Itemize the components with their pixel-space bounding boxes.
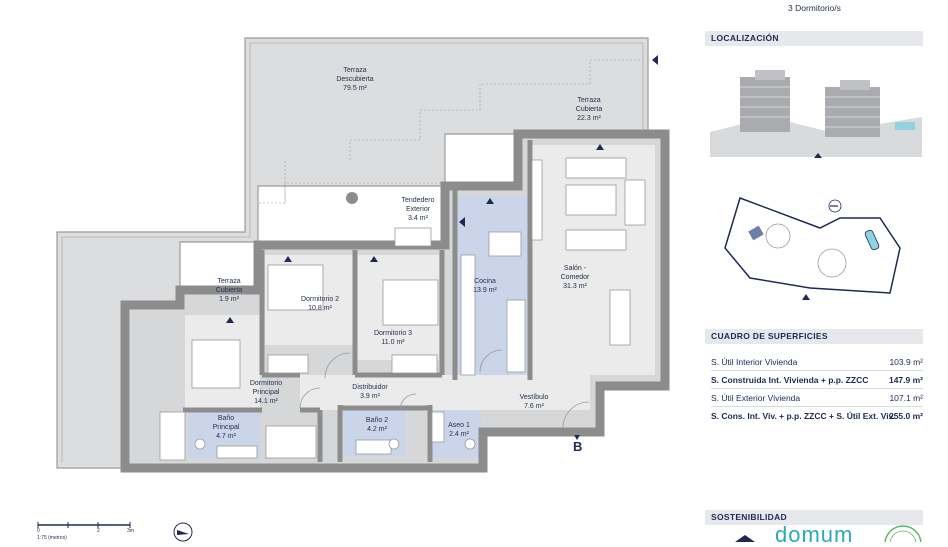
building-render bbox=[710, 70, 922, 158]
domum-logo: domum bbox=[775, 522, 854, 547]
info-panel: LOCALIZACIÓN CUADRO DE SUPERFICIES S. Út… bbox=[705, 0, 948, 546]
surfaces-header: CUADRO DE SUPERFICIES bbox=[705, 329, 923, 344]
surface-label: S. Útil Interior Vivienda bbox=[711, 357, 798, 367]
certification-seal-icon bbox=[884, 525, 922, 542]
scale-bar bbox=[37, 522, 131, 528]
surface-value: 147.9 m² bbox=[888, 375, 923, 385]
divider bbox=[711, 388, 923, 389]
hall-floor bbox=[300, 375, 590, 410]
furniture bbox=[159, 157, 646, 461]
north-indicator bbox=[173, 522, 193, 542]
bedrooms-label: 3 Dormitorio/s bbox=[788, 3, 841, 13]
scale-tick-2: 2 bbox=[97, 528, 100, 534]
terrace-dash-lines bbox=[179, 59, 643, 280]
door-swings bbox=[299, 349, 590, 429]
terrace-inner-line bbox=[61, 42, 644, 463]
floor-plan-drawing bbox=[37, 37, 670, 542]
scale-label: 1:75 (metros) bbox=[37, 535, 67, 541]
divider bbox=[711, 406, 923, 407]
sustainability-logo-icon bbox=[735, 535, 755, 542]
sustainability-header: SOSTENIBILIDAD bbox=[705, 510, 923, 525]
living-floor bbox=[530, 145, 655, 375]
surface-value: 107.1 m² bbox=[889, 393, 923, 403]
surface-label: S. Útil Exterior Vivienda bbox=[711, 393, 801, 403]
exterior-walls bbox=[120, 129, 670, 473]
surface-label: S. Cons. Int. Viv. + p.p. ZZCC + S. Útil… bbox=[711, 411, 896, 421]
interior-walls bbox=[183, 140, 533, 462]
surface-value: 255.0 m² bbox=[888, 411, 923, 421]
divider bbox=[711, 370, 923, 371]
entrance-marker: B bbox=[573, 439, 583, 454]
site-map bbox=[724, 197, 901, 300]
entrance-marker-arrow bbox=[574, 435, 580, 440]
view-arrows bbox=[226, 55, 658, 323]
surface-value: 103.9 m² bbox=[889, 357, 923, 367]
scale-tick-3m: 3m bbox=[127, 528, 134, 534]
location-header: LOCALIZACIÓN bbox=[705, 31, 923, 46]
terrace-post bbox=[346, 192, 358, 204]
surface-label: S. Construida Int. Vivienda + p.p. ZZCC bbox=[711, 375, 869, 385]
scale-tick-0: 0 bbox=[37, 528, 40, 534]
